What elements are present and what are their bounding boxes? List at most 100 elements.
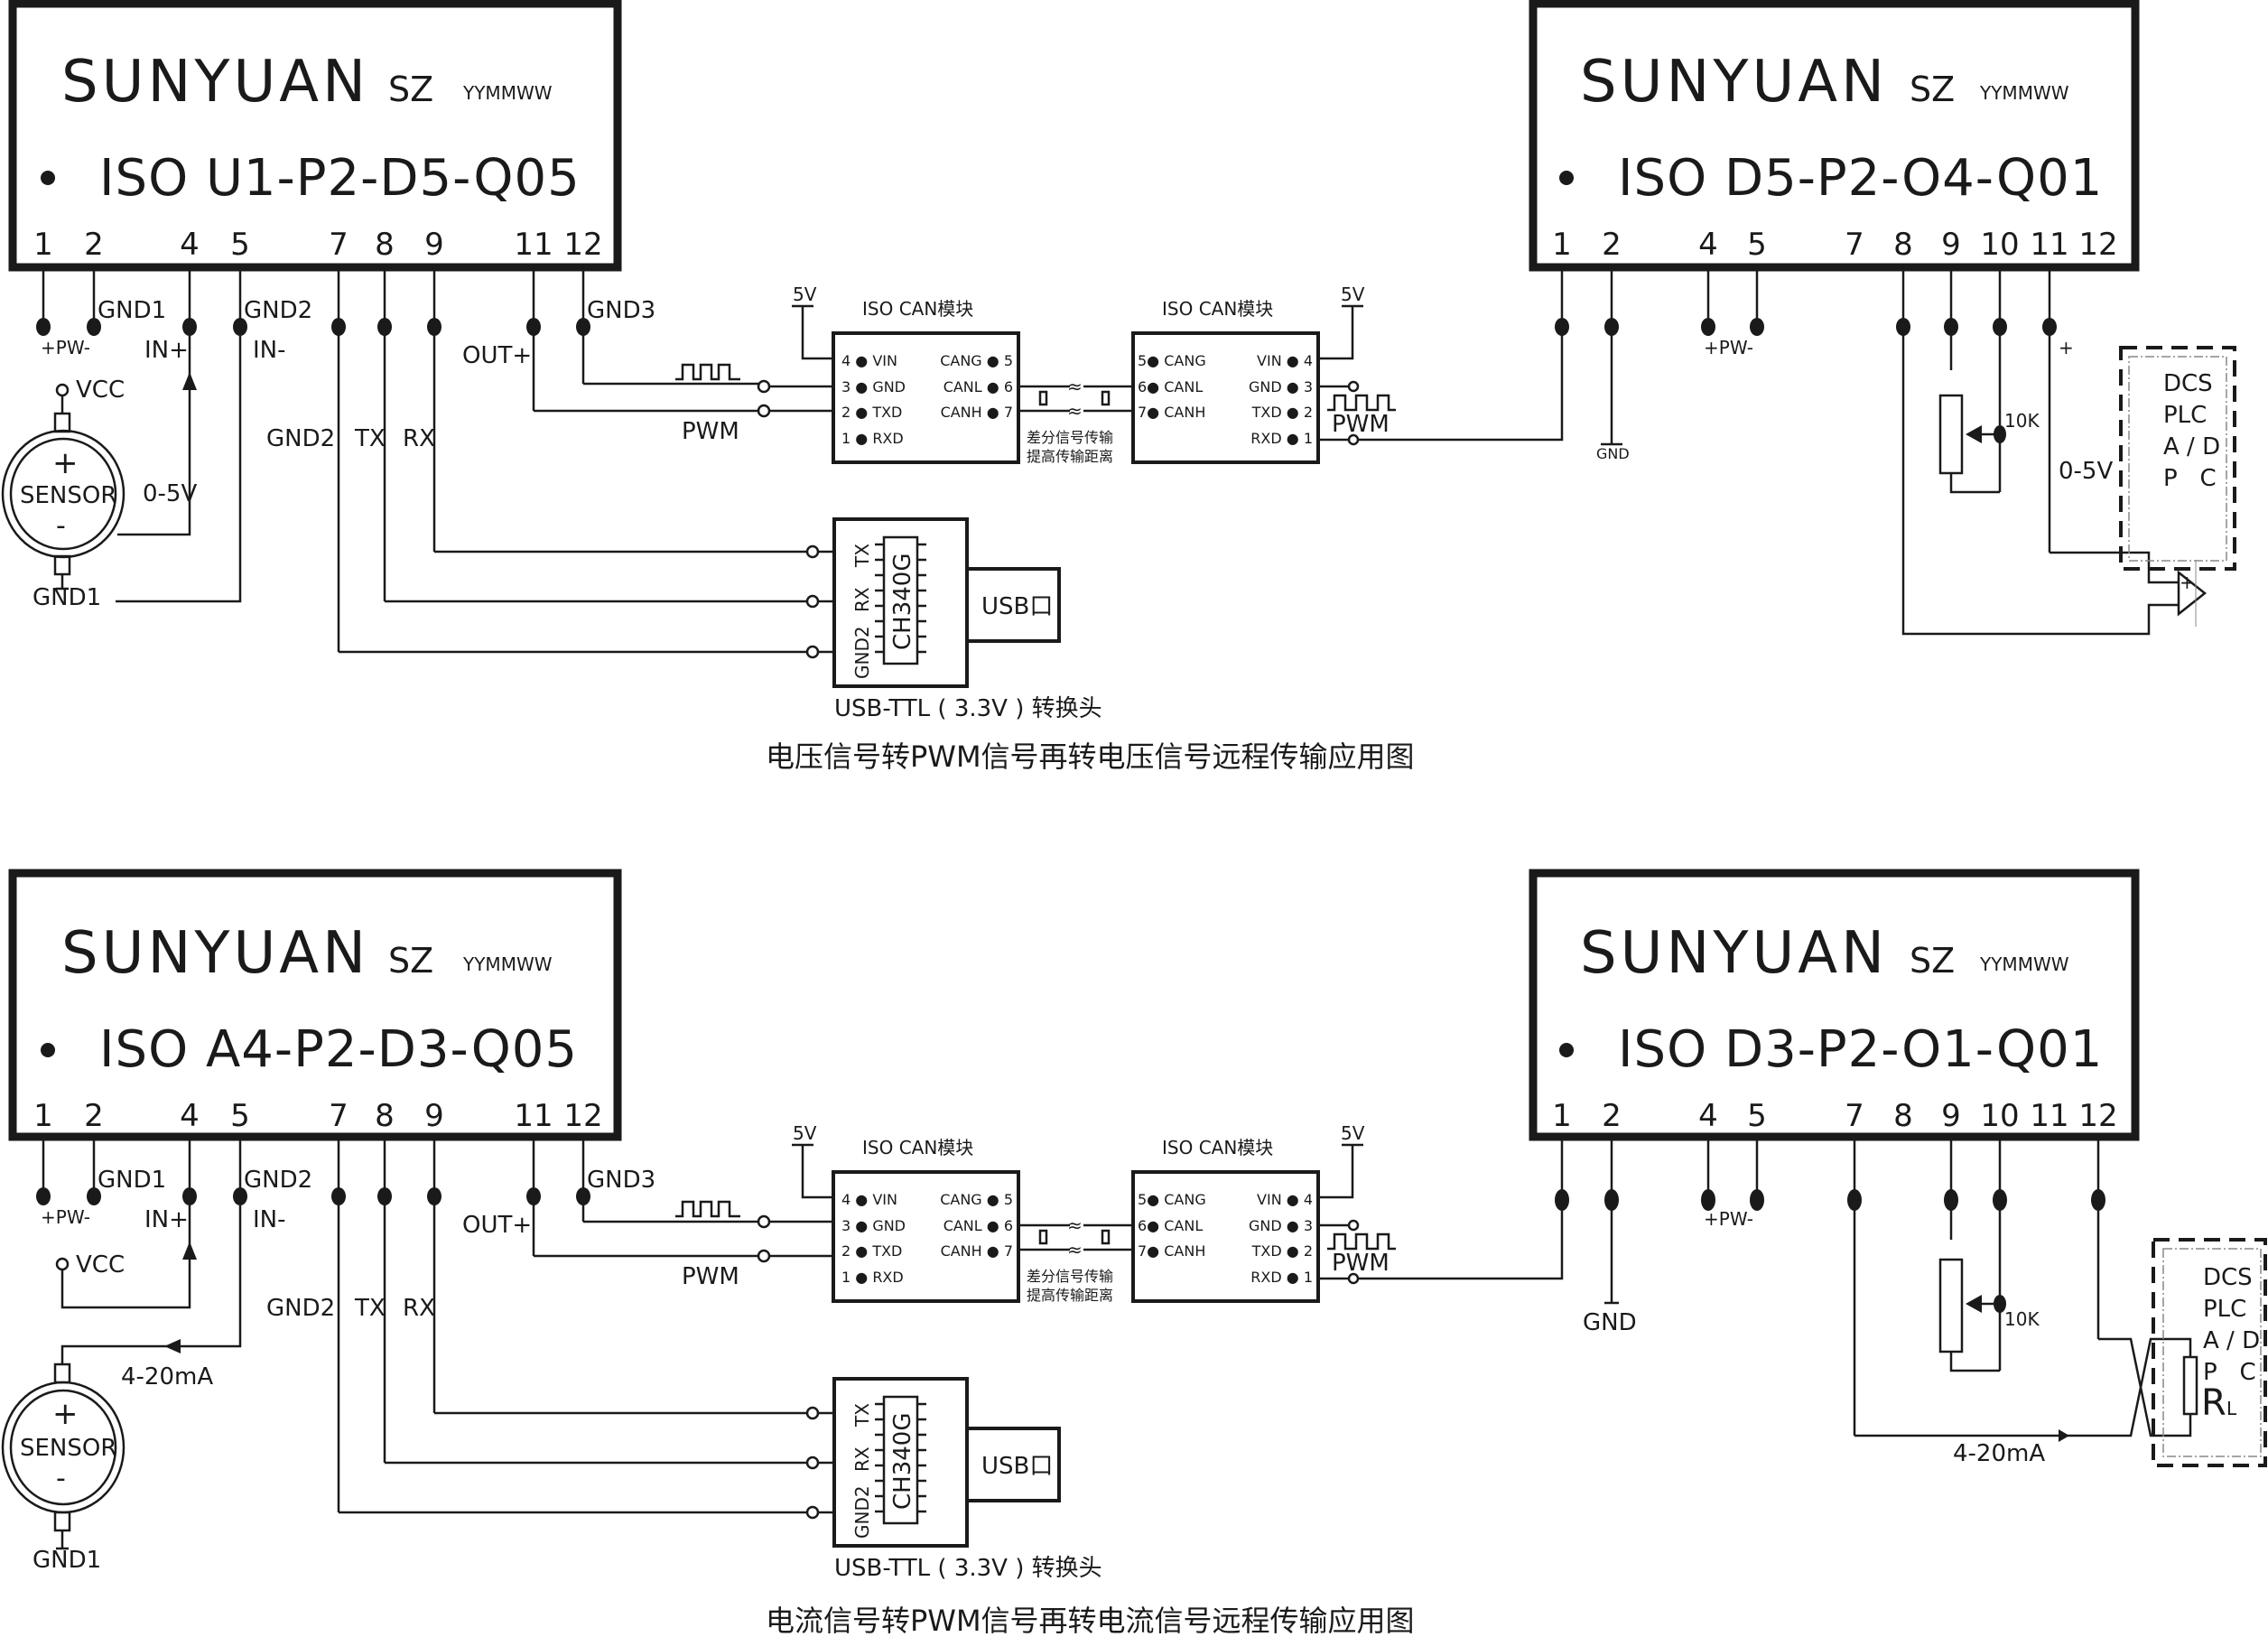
opamp-icon [2177, 570, 2208, 617]
power-label: +PW- [41, 337, 90, 358]
diagram-caption: 电压信号转PWM信号再转电压信号远程传输应用图 [766, 739, 1415, 774]
gnd1-label: GND1 [98, 1167, 166, 1194]
pin-number-11: 11 [514, 227, 553, 263]
left-module-leads [42, 267, 585, 652]
pwm-waveform-icon [1327, 394, 1396, 412]
receiver-line3: A / D [2203, 1327, 2260, 1354]
pot-value-label: 10K [2004, 1308, 2040, 1330]
receiver-line2: PLC [2163, 402, 2207, 429]
sensor-plus: + [52, 1396, 79, 1432]
receiver-line4: P C [2163, 465, 2217, 492]
left-module-terminals [36, 1187, 590, 1205]
model-number: ISO D5-P2-O4-Q01 [1618, 149, 2103, 208]
can-pin-label: VIN ● 4 [1257, 1191, 1313, 1208]
current-loop-label: 4-20mA [1953, 1440, 2045, 1467]
diff-note-line2: 提高传输距离 [1027, 448, 1113, 465]
pin-number-12: 12 [563, 1098, 602, 1134]
sensor-label: SENSOR [20, 482, 116, 509]
date-code: YYMMWW [1979, 953, 2069, 975]
pin-number-9: 9 [1941, 1098, 1961, 1134]
supply-5v-label: 5V [793, 1122, 817, 1144]
can-pin-label: TXD ● 2 [1251, 1242, 1313, 1260]
signal-range-label: 0-5V [2059, 458, 2113, 485]
sensor-gnd-label: GND1 [33, 584, 101, 611]
usb-gnd2-label: GND2 [851, 626, 873, 679]
model-number: ISO D3-P2-O1-Q01 [1618, 1020, 2103, 1079]
can-pin-label: TXD ● 2 [1251, 404, 1313, 421]
pin-number-10: 10 [1980, 227, 2019, 263]
diff-note-line1: 差分信号传输 [1027, 1268, 1113, 1285]
diagram-caption: 电流信号转PWM信号再转电流信号远程传输应用图 [766, 1604, 1415, 1637]
pot-value-label: 10K [2004, 410, 2040, 432]
pin-number-8: 8 [375, 227, 395, 263]
pin-number-8: 8 [1893, 1098, 1913, 1134]
model-number: ISO U1-P2-D5-Q05 [99, 149, 581, 208]
pin-number-12: 12 [2078, 1098, 2117, 1134]
diff-note-line2: 提高传输距离 [1027, 1287, 1113, 1304]
chip-label: CH340G [889, 1413, 916, 1510]
brand-label: SUNYUAN [61, 49, 369, 116]
load-resistor-icon [2182, 1355, 2198, 1416]
pin-number-1: 1 [1552, 227, 1572, 263]
in-plus-label: IN+ [144, 1206, 189, 1233]
differential-link: ≈≈ 差分信号传输 提高传输距离 [1018, 1214, 1133, 1304]
receiver-line1: DCS [2163, 370, 2213, 397]
can-module-title: ISO CAN模块 [862, 1137, 973, 1158]
module-body [8, 0, 622, 272]
pin-number-9: 9 [424, 227, 444, 263]
can-pin-label: 7● CANH [1138, 404, 1205, 421]
sz-label: SZ [1910, 941, 1955, 981]
can-pin-label: CANG ● 5 [940, 352, 1013, 369]
gnd1-label: GND1 [98, 297, 166, 324]
pin-number-5: 5 [1747, 227, 1767, 263]
signal-range-label: 0-5V [143, 480, 197, 507]
pin-number-4: 4 [180, 1098, 200, 1134]
usb-tx-label: TX [851, 1403, 873, 1428]
pwm-waveform-icon [1327, 1232, 1396, 1251]
arrow-left-icon [164, 1339, 181, 1353]
usb-caption: USB-TTL ( 3.3V ) 转换头 [834, 1555, 1102, 1582]
pin-number-2: 2 [1602, 227, 1622, 263]
can-pin-label: CANL ● 6 [943, 1217, 1013, 1234]
vcc-terminal [55, 383, 70, 397]
can-module-title: ISO CAN模块 [862, 298, 973, 320]
usb-caption: USB-TTL ( 3.3V ) 转换头 [834, 695, 1102, 722]
pin-number-5: 5 [1747, 1098, 1767, 1134]
brand-label: SUNYUAN [1580, 49, 1888, 116]
out-plus-label: OUT+ [462, 342, 532, 369]
pin1-marker-dot [41, 171, 55, 185]
can-pin-label: CANG ● 5 [940, 1191, 1013, 1208]
usb-ttl-adapter: USB口 CH340G TX RX GND2 USB-TTL ( 3.3V ) … [832, 517, 1102, 722]
arrow-up-icon [182, 372, 197, 390]
usb-tx-label: TX [851, 544, 873, 568]
can-pin-label: 6● CANL [1138, 378, 1203, 395]
can-pin-label: VIN ● 4 [1257, 352, 1313, 369]
can-pin-label: 5● CANG [1138, 1191, 1206, 1208]
svg-text:≈: ≈ [1067, 1214, 1083, 1236]
vcc-label: VCC [76, 1251, 125, 1279]
wiper-arrow-icon [1966, 425, 1982, 443]
usb-gnd2-label: GND2 [851, 1485, 873, 1539]
right-module-terminals [1555, 318, 2057, 336]
sz-label: SZ [388, 941, 433, 981]
load-resistor-sub: L [2226, 1398, 2237, 1419]
pwm-waveform-icon [675, 1200, 740, 1218]
can-pin-label: CANH ● 7 [941, 1242, 1013, 1260]
pin-number-4: 4 [1698, 1098, 1718, 1134]
pin-number-1: 1 [33, 227, 53, 263]
pin-number-12: 12 [2078, 227, 2117, 263]
receiver-line2: PLC [2203, 1296, 2246, 1323]
can-pin-label: CANH ● 7 [941, 404, 1013, 421]
date-code: YYMMWW [462, 953, 553, 975]
pin-number-7: 7 [329, 227, 349, 263]
pwm-label-right: PWM [1332, 411, 1390, 438]
diff-note-line1: 差分信号传输 [1027, 429, 1113, 446]
power-label: +PW- [1704, 337, 1753, 358]
can-pin-label: 3 ● GND [841, 1217, 906, 1234]
sensor-plus: + [52, 445, 79, 481]
